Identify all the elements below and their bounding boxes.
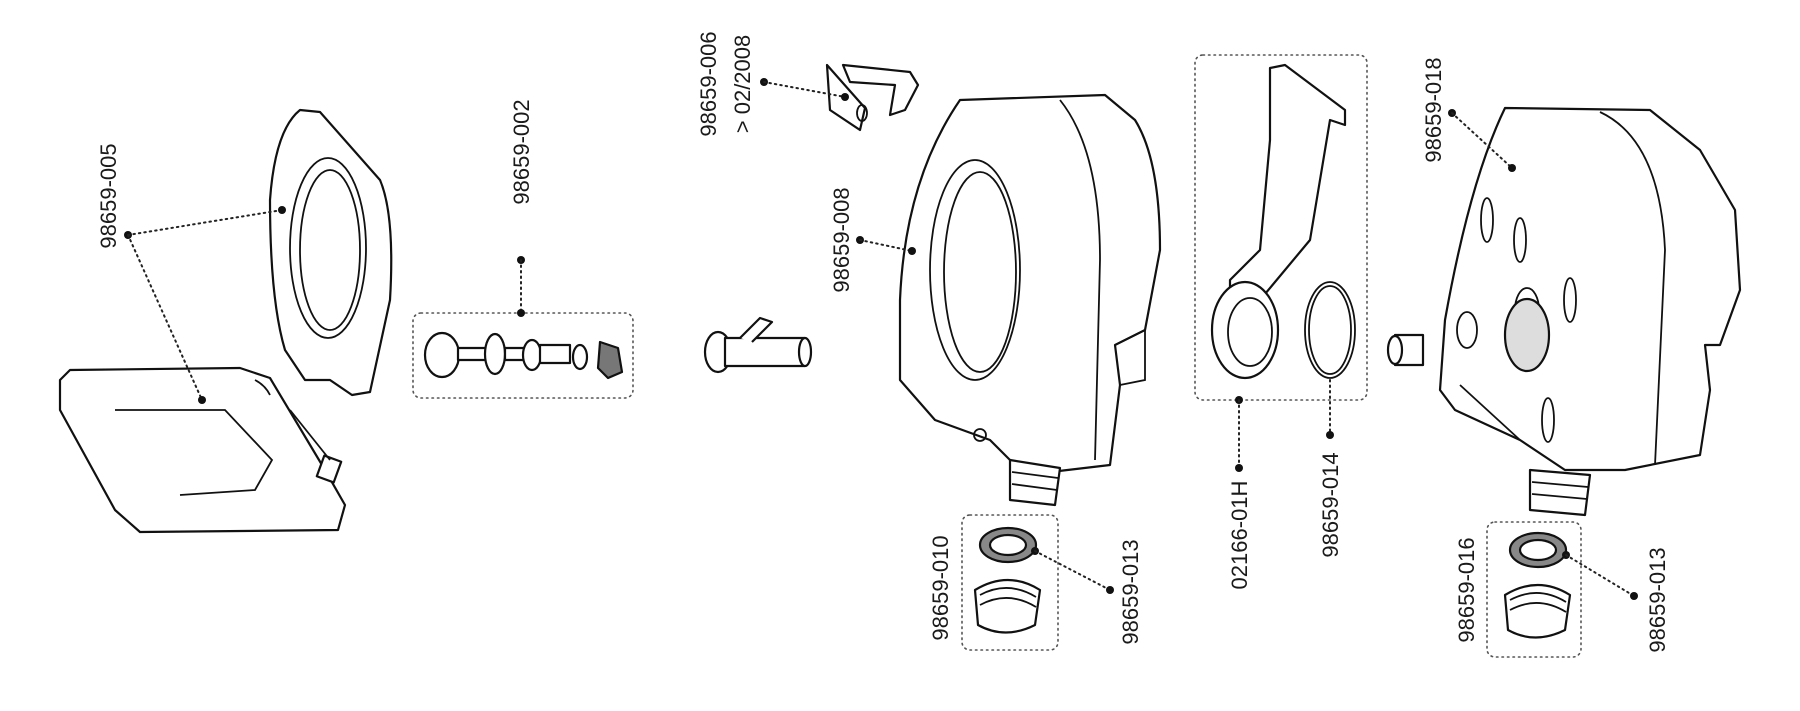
label-98659-006: 98659-006 xyxy=(696,31,721,136)
slide-assembly xyxy=(1194,54,1368,401)
valve-assembly xyxy=(412,312,634,399)
label-98659-008: 98659-008 xyxy=(829,187,854,292)
label-98659-013-lower: 98659-013 xyxy=(1645,547,1670,652)
label-02166-01H: 02166-01H xyxy=(1227,481,1252,590)
label-98659-016: 98659-016 xyxy=(1454,537,1479,642)
leader-lines xyxy=(124,78,1638,600)
seat-assembly xyxy=(58,108,393,534)
clip xyxy=(825,63,920,132)
upper-tank xyxy=(898,93,1162,507)
label-98659-002: 98659-002 xyxy=(509,99,534,204)
label-98659-010: 98659-010 xyxy=(928,535,953,640)
cap-set-upper xyxy=(961,514,1059,651)
lower-tank xyxy=(1438,106,1742,517)
label-98659-018: 98659-018 xyxy=(1421,57,1446,162)
label-98659-013-upper: 98659-013 xyxy=(1118,539,1143,644)
nozzle xyxy=(703,316,813,374)
part-labels: 98659-005 98659-002 98659-006 > 02/2008 … xyxy=(96,31,1670,652)
label-98659-005: 98659-005 xyxy=(96,143,121,248)
label-98659-014: 98659-014 xyxy=(1318,452,1343,557)
label-date-note: > 02/2008 xyxy=(730,35,755,133)
adapter xyxy=(1386,333,1425,367)
cap-set-lower xyxy=(1486,521,1582,658)
